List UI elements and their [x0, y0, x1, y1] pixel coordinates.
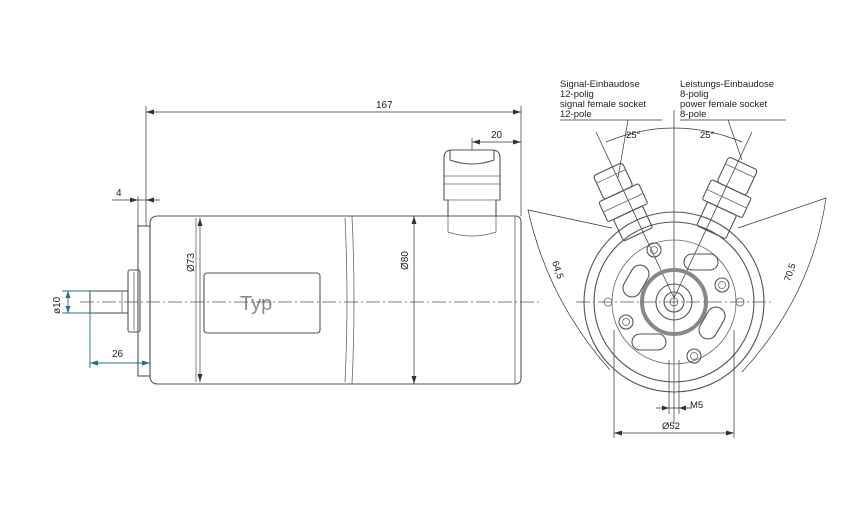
- signal-connector-label: Signal-Einbaudose 12-polig signal female…: [560, 79, 662, 179]
- dim-167-label: 167: [376, 100, 393, 111]
- power-label-line-2: 8-polig: [680, 89, 709, 100]
- power-leader: [727, 119, 743, 161]
- arrow-52-right: [726, 430, 734, 436]
- dim-73-label: Ø73: [186, 253, 197, 272]
- arrow-26-right: [142, 360, 150, 366]
- dim-70-5-label: 70,5: [782, 262, 798, 283]
- signal-axis: [595, 131, 675, 299]
- dim-64-5-label: 64,5: [549, 260, 565, 281]
- front-flange: [137, 225, 151, 377]
- arrow-10-top: [65, 291, 71, 298]
- arrow-4-left: [130, 197, 138, 203]
- power-connector-label: Leistungs-Einbaudose 8-polig power femal…: [680, 79, 786, 161]
- arrow-20-left: [472, 139, 480, 145]
- signal-label-line-4: 12-pole: [560, 109, 592, 120]
- signal-label-line-1: Signal-Einbaudose: [560, 79, 640, 90]
- dim-10-label: ø10: [52, 296, 63, 314]
- top-connector-cap: [449, 150, 495, 165]
- motor-body-outline: [149, 215, 522, 385]
- arrow-10-bottom: [65, 306, 71, 313]
- signal-angle-label: 25°: [626, 130, 641, 141]
- power-label-line-3: power female socket: [680, 99, 767, 110]
- arrow-20-right: [513, 139, 521, 145]
- power-angle-label: 25°: [700, 130, 715, 141]
- nameplate: [203, 272, 321, 334]
- power-axis: [673, 131, 753, 299]
- left-radius-arc: [527, 209, 613, 371]
- nameplate-label: Typ: [240, 293, 272, 315]
- arrow-80-bottom: [411, 376, 417, 384]
- arrow-167-right: [513, 109, 521, 115]
- body-taper-line-2: [344, 217, 348, 383]
- cooling-slots: [622, 253, 726, 351]
- dim-4-label: 4: [116, 188, 122, 199]
- arrow-m5-left: [662, 405, 669, 411]
- signal-label-line-2: 12-polig: [560, 89, 594, 100]
- power-label-line-1: Leistungs-Einbaudose: [680, 79, 774, 90]
- power-connector: [696, 157, 758, 239]
- dim-20-label: 20: [491, 130, 503, 141]
- body-taper-line: [351, 215, 355, 385]
- power-angle-arc: [673, 127, 743, 143]
- connector-base: [447, 216, 497, 237]
- signal-angle-arc: [605, 127, 675, 143]
- arrow-4-right: [146, 197, 154, 203]
- arrow-m5-right: [679, 405, 686, 411]
- signal-label-line-3: signal female socket: [560, 99, 646, 110]
- top-connector: [443, 149, 501, 216]
- arrow-26-left: [90, 360, 98, 366]
- dim-52-label: Ø52: [662, 421, 680, 432]
- front-view: Signal-Einbaudose 12-polig signal female…: [527, 79, 827, 438]
- signal-leader: [617, 119, 629, 179]
- dim-26-label: 26: [112, 349, 124, 360]
- right-radius-arc: [737, 197, 827, 373]
- dim-m5-label: M5: [690, 400, 703, 411]
- arrow-167-left: [146, 109, 154, 115]
- side-view: Typ 167 20 4 Ø73: [52, 100, 540, 385]
- signal-connector: [593, 162, 653, 242]
- arrow-73-top: [197, 218, 203, 226]
- arrow-73-bottom: [197, 374, 203, 382]
- dim-80-label: Ø80: [400, 251, 411, 270]
- arrow-80-top: [411, 216, 417, 224]
- power-label-line-4: 8-pole: [680, 109, 706, 120]
- arrow-52-left: [614, 430, 622, 436]
